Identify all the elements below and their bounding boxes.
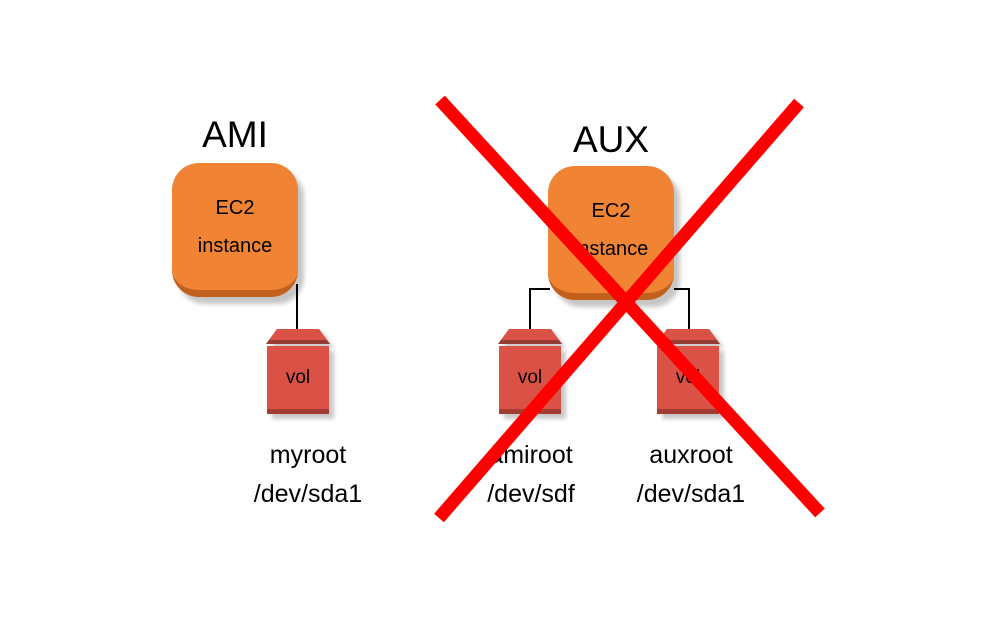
ec2-instance-label-line2: instance (197, 234, 273, 257)
volume-label: vol (285, 366, 311, 388)
group-title-aux: AUX (572, 119, 650, 160)
volume-cap-icon (656, 329, 720, 344)
volume-name: auxroot (649, 441, 733, 469)
volume-cap-icon (498, 329, 562, 344)
group-title-ami: AMI (202, 114, 268, 155)
volume-icon-aux-1: vol (499, 346, 561, 414)
volume-device: /dev/sdf (487, 480, 575, 508)
ec2-instance-label-line1: EC2 (215, 196, 255, 219)
volume-icon-ami: vol (267, 346, 329, 414)
volume-device: /dev/sda1 (636, 480, 746, 508)
volume-label: vol (675, 366, 701, 388)
volume-cap-shape (498, 329, 562, 344)
volume-device: /dev/sda1 (253, 480, 363, 508)
volume-cap-icon (266, 329, 330, 344)
volume-cap-shape (656, 329, 720, 344)
ec2-instance-icon-aux: EC2 instance (548, 166, 674, 300)
ec2-instance-label-line1: EC2 (591, 199, 631, 222)
connector-line-ami-vol (294, 284, 298, 332)
ec2-instance-icon-ami: EC2 instance (172, 163, 298, 297)
volume-icon-aux-2: vol (657, 346, 719, 414)
volume-label: vol (517, 366, 543, 388)
ec2-instance-label-line2: instance (573, 237, 649, 260)
volume-name: myroot (269, 441, 347, 469)
volume-cap-shape (266, 329, 330, 344)
volume-name: amiroot (489, 441, 573, 469)
